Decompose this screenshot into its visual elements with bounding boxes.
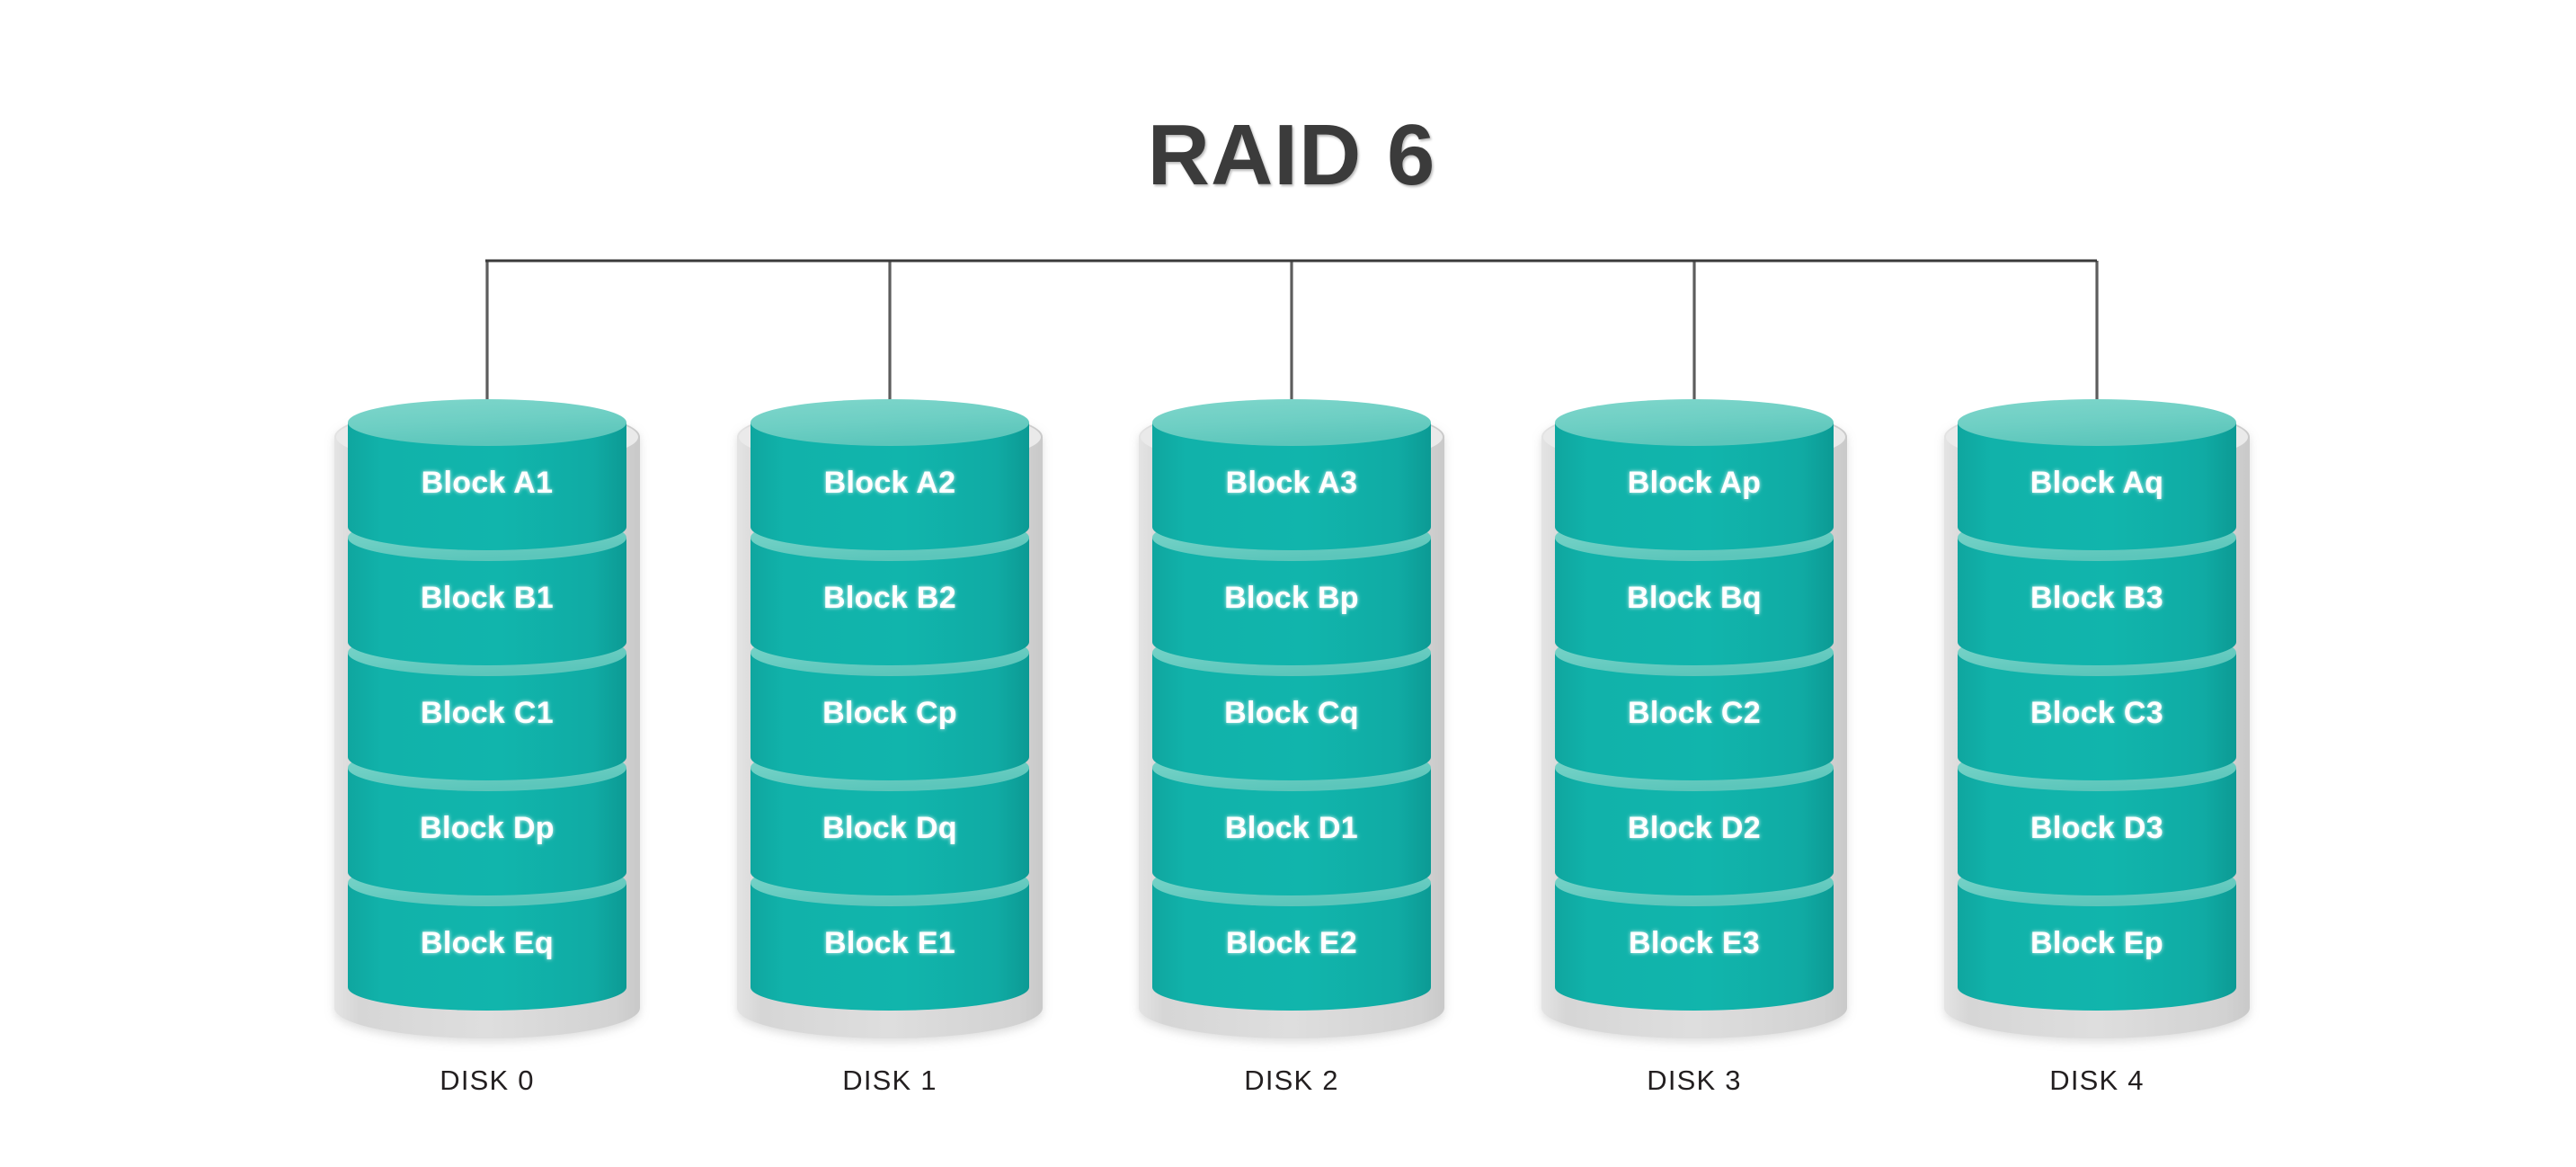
disk-0-block-0[interactable]: Block A1 xyxy=(348,399,626,550)
disc-body-3-4 xyxy=(1555,883,1834,1011)
disc-body-3-3 xyxy=(1555,768,1834,895)
disk-1[interactable]: Block E1 Block Dq Block Cp Block B2 Block A2… xyxy=(737,399,1043,1096)
disk-0[interactable]: Block Eq Block Dp Block C1 Block B1 Block A1… xyxy=(334,399,640,1096)
block-label-1-0: Block A2 xyxy=(824,466,956,500)
block-label-3-0: Block Ap xyxy=(1628,466,1762,500)
block-label-0-2: Block C1 xyxy=(421,696,554,730)
disk-4-block-4[interactable]: Block Ep xyxy=(1958,860,2236,1011)
block-label-4-0: Block Aq xyxy=(2030,466,2164,500)
block-label-4-4: Block Ep xyxy=(2030,926,2163,960)
disc-body-1-4 xyxy=(751,883,1029,1011)
disc-body-4-4 xyxy=(1958,883,2236,1011)
block-label-0-4: Block Eq xyxy=(421,926,554,960)
block-label-3-4: Block E3 xyxy=(1629,926,1760,960)
disk-label-4: DISK 4 xyxy=(2049,1065,2144,1096)
block-label-0-0: Block A1 xyxy=(422,466,554,500)
disk-3-block-0[interactable]: Block Ap xyxy=(1555,399,1834,550)
block-label-4-3: Block D3 xyxy=(2030,811,2163,845)
block-label-2-0: Block A3 xyxy=(1226,466,1358,500)
disk-array: Block Eq Block Dp Block C1 Block B1 Block A1… xyxy=(334,399,2250,1096)
block-label-3-3: Block D2 xyxy=(1628,811,1761,845)
disk-4[interactable]: Block Ep Block D3 Block C3 Block B3 Block Aq… xyxy=(1944,399,2250,1096)
disc-body-4-2 xyxy=(1958,653,2236,780)
block-label-1-3: Block Dq xyxy=(822,811,957,845)
disc-body-0-4 xyxy=(348,883,626,1011)
disc-body-1-0 xyxy=(751,423,1029,550)
disc-body-4-0 xyxy=(1958,423,2236,550)
disc-body-2-4 xyxy=(1152,883,1431,1011)
disk-4-block-0[interactable]: Block Aq xyxy=(1958,399,2236,550)
block-label-1-1: Block B2 xyxy=(823,581,956,615)
disc-body-2-0 xyxy=(1152,423,1431,550)
disc-top-0-0 xyxy=(348,399,626,446)
block-label-4-1: Block B3 xyxy=(2030,581,2163,615)
disc-body-0-1 xyxy=(348,538,626,665)
block-label-0-1: Block B1 xyxy=(421,581,554,615)
disc-top-2-0 xyxy=(1152,399,1431,446)
disc-body-0-2 xyxy=(348,653,626,780)
disk-label-3: DISK 3 xyxy=(1647,1065,1741,1096)
disk-2[interactable]: Block E2 Block D1 Block Cq Block Bp Block A3… xyxy=(1139,399,1444,1096)
disc-body-3-1 xyxy=(1555,538,1834,665)
block-label-3-2: Block C2 xyxy=(1628,696,1761,730)
disc-body-0-0 xyxy=(348,423,626,550)
disc-body-1-1 xyxy=(751,538,1029,665)
disk-label-1: DISK 1 xyxy=(842,1065,937,1096)
block-label-2-2: Block Cq xyxy=(1224,696,1359,730)
disc-body-4-3 xyxy=(1958,768,2236,895)
block-label-2-3: Block D1 xyxy=(1225,811,1358,845)
disc-body-2-3 xyxy=(1152,768,1431,895)
disc-body-1-2 xyxy=(751,653,1029,780)
disk-1-block-0[interactable]: Block A2 xyxy=(751,399,1029,550)
controller-bus-lines xyxy=(485,259,2099,454)
disc-top-4-0 xyxy=(1958,399,2236,446)
disc-body-2-1 xyxy=(1152,538,1431,665)
disk-3[interactable]: Block E3 Block D2 Block C2 Block Bq Block Ap… xyxy=(1541,399,1847,1096)
disc-body-3-0 xyxy=(1555,423,1834,550)
disc-body-3-2 xyxy=(1555,653,1834,780)
disc-top-3-0 xyxy=(1555,399,1834,446)
disk-label-2: DISK 2 xyxy=(1244,1065,1338,1096)
page-title: RAID 6 xyxy=(1148,107,1436,203)
block-label-0-3: Block Dp xyxy=(420,811,555,845)
block-label-1-2: Block Cp xyxy=(822,696,957,730)
disk-2-block-0[interactable]: Block A3 xyxy=(1152,399,1431,550)
disk-label-0: DISK 0 xyxy=(440,1065,534,1096)
block-label-4-2: Block C3 xyxy=(2030,696,2163,730)
block-label-2-4: Block E2 xyxy=(1226,926,1357,960)
block-label-1-4: Block E1 xyxy=(824,926,955,960)
disc-body-0-3 xyxy=(348,768,626,895)
disc-body-1-3 xyxy=(751,768,1029,895)
disc-top-1-0 xyxy=(751,399,1029,446)
disc-body-2-2 xyxy=(1152,653,1431,780)
disc-body-4-1 xyxy=(1958,538,2236,665)
block-label-2-1: Block Bp xyxy=(1224,581,1359,615)
block-label-3-1: Block Bq xyxy=(1627,581,1762,615)
